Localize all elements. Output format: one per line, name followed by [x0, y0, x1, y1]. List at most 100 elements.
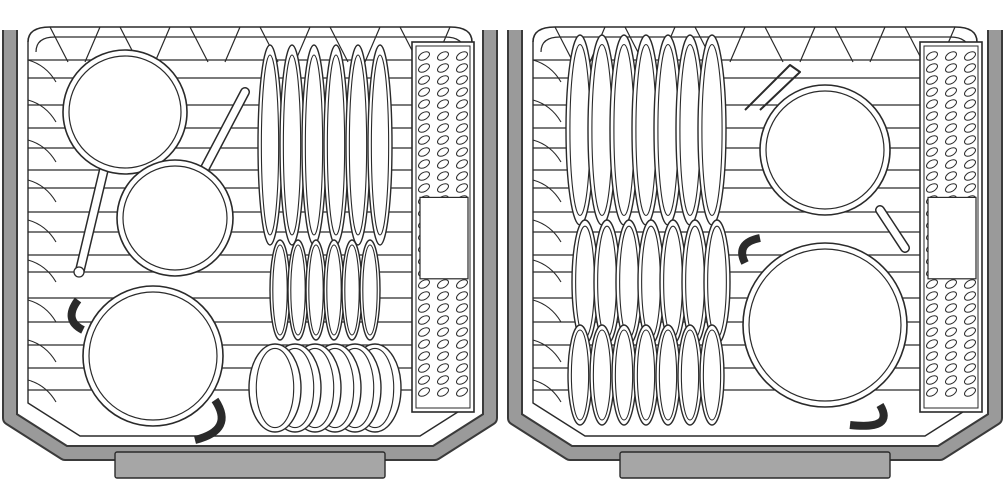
pan-inner-rim — [748, 248, 902, 402]
rack-side-loop — [27, 99, 57, 123]
basket-divider — [419, 196, 469, 280]
basket-slot — [964, 87, 976, 97]
pan-handle — [201, 88, 249, 172]
basket-slot — [926, 363, 938, 373]
basket-slot — [418, 315, 430, 325]
rack-rim-bottom — [27, 402, 473, 437]
rack-rim-bottom — [532, 402, 978, 437]
pan-inner-rim — [765, 90, 885, 210]
basket-slot — [456, 375, 468, 385]
basket-slot — [437, 99, 449, 109]
basket-slot — [964, 315, 976, 325]
rack-side-loop — [532, 259, 562, 283]
basket-slot — [926, 63, 938, 73]
pot-handle — [738, 234, 761, 265]
basket-slot — [456, 291, 468, 301]
rack-side-loop — [532, 299, 562, 323]
basket-slot — [945, 159, 957, 169]
bowl — [248, 343, 302, 433]
basket-slot — [437, 75, 449, 85]
basket-slot — [418, 75, 430, 85]
basket-slot — [964, 111, 976, 121]
rack-side-loop — [27, 339, 57, 363]
basket-slot — [926, 387, 938, 397]
rack-inner-rim — [35, 36, 465, 53]
basket-slot — [926, 327, 938, 337]
basket-slot — [945, 123, 957, 133]
basket-slot — [964, 303, 976, 313]
basket-slot — [418, 363, 430, 373]
basket-slot — [945, 363, 957, 373]
basket-slot — [964, 351, 976, 361]
plate-rim — [272, 244, 288, 336]
basket-slot — [437, 147, 449, 157]
basket-slot — [926, 315, 938, 325]
rack-side-loop — [27, 259, 57, 283]
basket-slot — [456, 327, 468, 337]
plate-rim — [592, 329, 612, 421]
basket-slot — [456, 171, 468, 181]
rack-side-loop — [27, 139, 57, 163]
basket-slot — [964, 171, 976, 181]
pot-handle — [849, 402, 888, 430]
basket-slot — [926, 135, 938, 145]
rack-side-loop — [27, 299, 57, 323]
basket-slot — [418, 351, 430, 361]
basket-slot — [945, 327, 957, 337]
basket-slot — [437, 123, 449, 133]
pot — [742, 242, 908, 408]
cutlery-basket-inner — [923, 45, 979, 409]
rack-side-loop — [532, 179, 562, 203]
pan-handle — [76, 161, 109, 274]
rack-side-loop — [27, 379, 57, 403]
basket-slot — [456, 123, 468, 133]
basket-slot — [964, 123, 976, 133]
pot-handle — [193, 397, 226, 444]
pan-inner-rim — [68, 55, 182, 169]
basket-slot — [418, 111, 430, 121]
basket-slot — [456, 363, 468, 373]
pot — [82, 285, 224, 427]
basket-slot — [945, 111, 957, 121]
basket-slot — [926, 99, 938, 109]
basket-slot — [418, 339, 430, 349]
basket-slot — [437, 387, 449, 397]
basket-slot — [418, 387, 430, 397]
plate-rim — [680, 329, 700, 421]
basket-slot — [926, 123, 938, 133]
basket-slot — [964, 99, 976, 109]
basket-slot — [437, 375, 449, 385]
basket-slot — [418, 123, 430, 133]
basket-slot — [926, 159, 938, 169]
basket-slot — [437, 135, 449, 145]
plate-rim — [282, 54, 302, 236]
basket-slot — [964, 375, 976, 385]
plate-rim — [304, 54, 324, 236]
basket-slot — [926, 351, 938, 361]
rack-side-loop — [532, 219, 562, 243]
basket-slot — [945, 291, 957, 301]
basket-slot — [456, 339, 468, 349]
basket-slot — [945, 135, 957, 145]
basket-slot — [456, 351, 468, 361]
basket-slot — [437, 87, 449, 97]
plate-rim — [636, 329, 656, 421]
basket-slot — [437, 303, 449, 313]
plate-rim — [308, 244, 324, 336]
basket-slot — [964, 63, 976, 73]
basket-slot — [926, 375, 938, 385]
basket-slot — [945, 375, 957, 385]
basket-slot — [945, 171, 957, 181]
frying-pan — [759, 84, 891, 216]
rack-top-rim — [532, 26, 978, 43]
basket-slot — [418, 279, 430, 289]
basket-slot — [456, 315, 468, 325]
plate-rim — [362, 244, 378, 336]
plate-rim — [701, 43, 723, 217]
basket-slot — [926, 171, 938, 181]
basket-slot — [456, 135, 468, 145]
basket-slot — [945, 351, 957, 361]
basket-slot — [926, 339, 938, 349]
basket-slot — [437, 51, 449, 61]
basket-slot — [964, 363, 976, 373]
